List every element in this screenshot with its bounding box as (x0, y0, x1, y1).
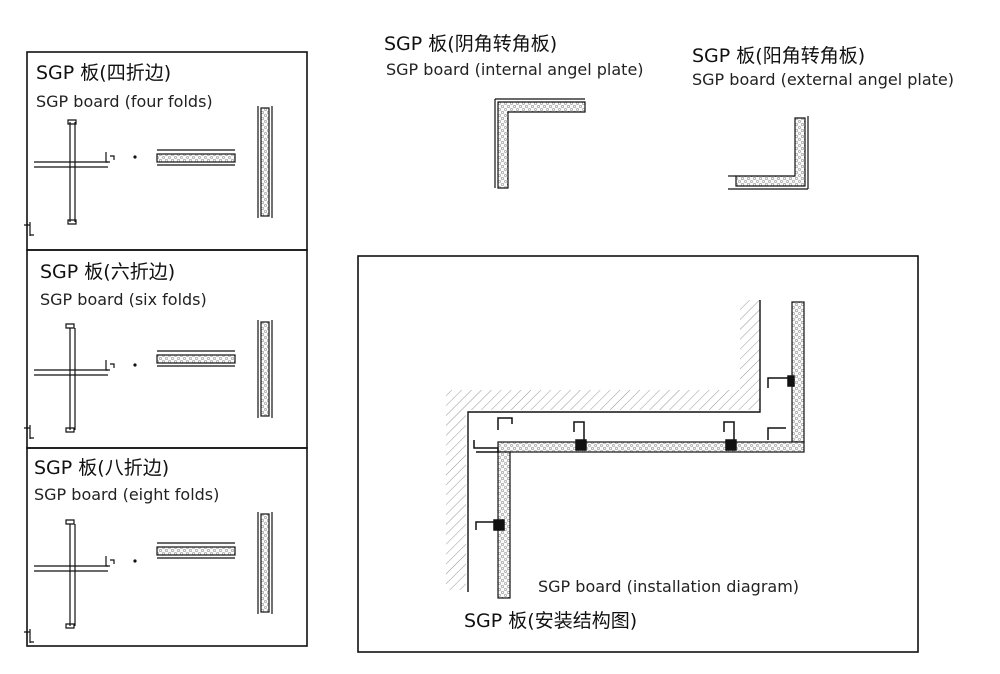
panel-installation (357, 255, 919, 653)
six-folds-drawings (24, 320, 273, 439)
four-folds-drawings (24, 106, 273, 236)
six-folds-title-cn: SGP 板(六折边) (40, 261, 176, 283)
eight-folds-drawings (24, 512, 273, 643)
external-angle-title-en: SGP board (external angel plate) (692, 70, 954, 89)
installation-drawing (446, 300, 805, 599)
panel-eight-folds (26, 447, 308, 647)
internal-angle-title-cn: SGP 板(阴角转角板) (384, 33, 558, 55)
internal-angle-title-en: SGP board (internal angel plate) (386, 60, 644, 79)
external-angle-title-cn: SGP 板(阳角转角板) (692, 45, 866, 67)
installation-title-en: SGP board (installation diagram) (538, 577, 800, 596)
installation-title-cn: SGP 板(安装结构图) (464, 610, 638, 632)
four-folds-title-en: SGP board (four folds) (36, 92, 213, 111)
eight-folds-title-cn: SGP 板(八折边) (34, 457, 170, 479)
internal-angle-plate-drawing (494, 98, 586, 189)
six-folds-title-en: SGP board (six folds) (40, 290, 207, 309)
four-folds-title-cn: SGP 板(四折边) (36, 62, 172, 84)
eight-folds-title-en: SGP board (eight folds) (34, 485, 220, 504)
external-angle-plate-drawing (728, 116, 809, 190)
